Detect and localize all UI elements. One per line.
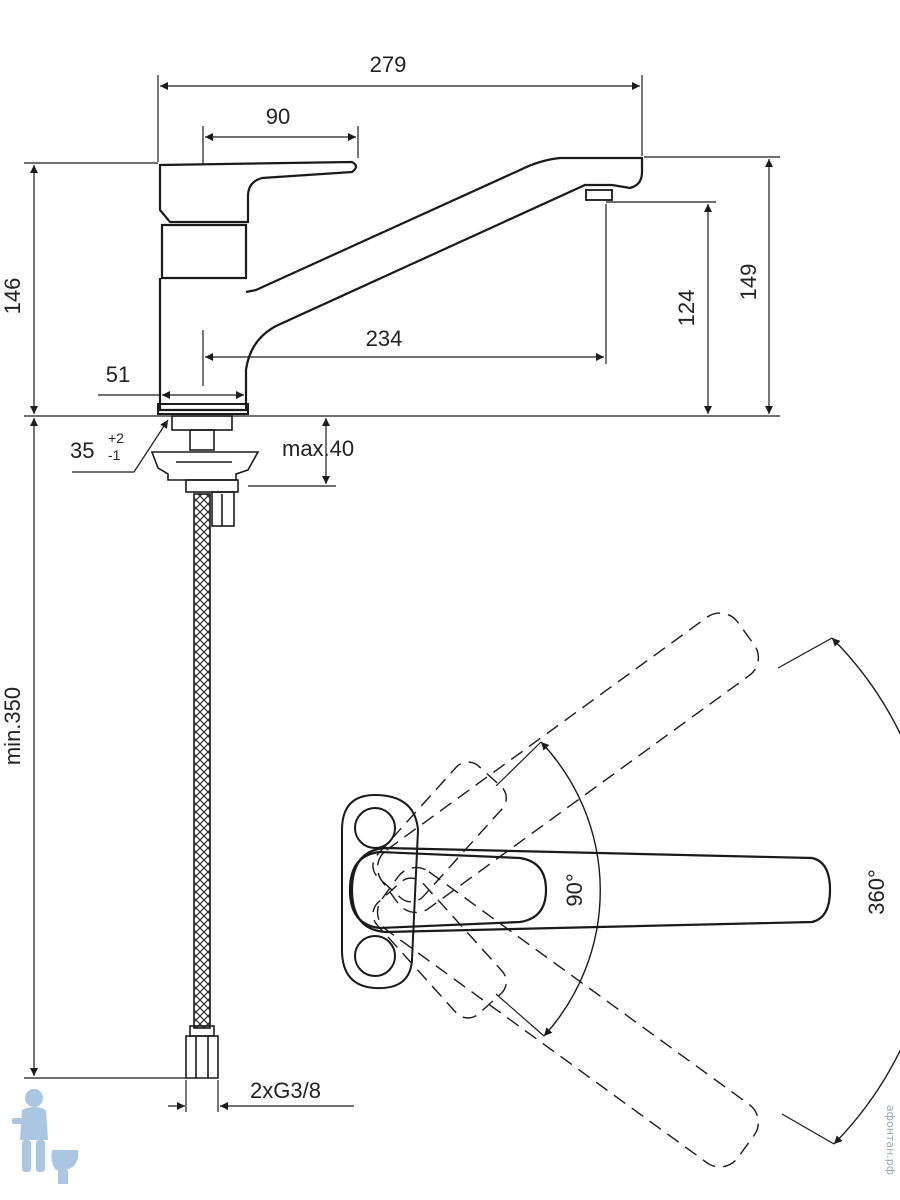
flex-hose (185, 493, 219, 1079)
dim-hole-diameter: 35 (70, 438, 94, 463)
angle-lever-rotation: 90° (562, 873, 587, 906)
plumber-mascot-icon (12, 1089, 79, 1184)
faucet-side-view (157, 156, 644, 415)
mounting-plate (341, 793, 420, 990)
dim-spout-height: 149 (736, 264, 761, 301)
aerator (585, 189, 613, 201)
dim-hose-length: min.350 (0, 687, 25, 765)
spout-rotation-arc (831, 637, 900, 1145)
watermark-site-text: афонтан.рф (884, 1105, 897, 1175)
dim-connection: 2xG3/8 (250, 1078, 321, 1103)
dim-outlet-height: 124 (674, 290, 699, 327)
lever-top (348, 850, 548, 930)
body-cap (160, 223, 248, 280)
dim-deck-thickness: max.40 (282, 436, 354, 461)
dim-overall-length: 279 (370, 52, 407, 77)
dimension-lines (24, 75, 780, 1112)
dim-hole-tol-minus: -1 (108, 447, 121, 463)
lever-handle (158, 160, 358, 224)
dim-body-width: 51 (106, 362, 130, 387)
dim-lever-length: 90 (266, 104, 290, 129)
dim-hole-tol-plus: +2 (108, 430, 124, 446)
dim-spout-reach: 234 (366, 326, 403, 351)
angle-spout-rotation: 360° (864, 869, 889, 915)
spout-top (350, 846, 832, 934)
dim-body-height: 146 (0, 278, 25, 315)
base-flange (157, 403, 249, 415)
faucet-top-view (341, 612, 900, 1168)
lever-rotation-arc (540, 741, 601, 1037)
body-base (158, 156, 644, 412)
